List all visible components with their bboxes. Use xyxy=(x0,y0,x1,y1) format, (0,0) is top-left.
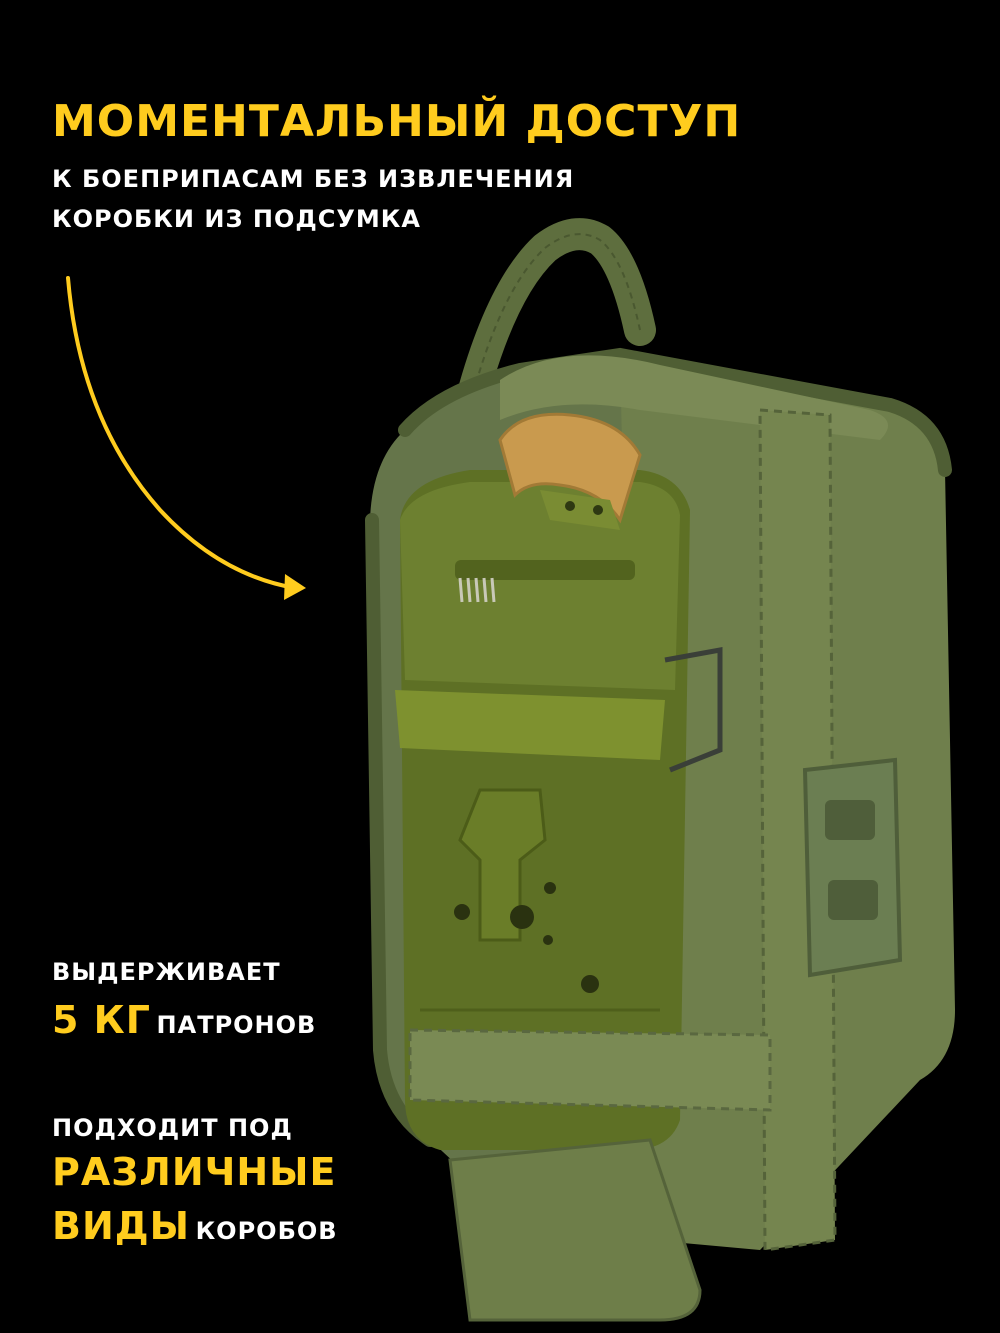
capacity-highlight: 5 КГ xyxy=(52,998,151,1042)
fit-highlight-2: ВИДЫ xyxy=(52,1204,190,1248)
retention-strap xyxy=(410,1030,770,1110)
headline: МОМЕНТАЛЬНЫЙ ДОСТУП xyxy=(52,96,742,147)
capacity-label: ВЫДЕРЖИВАЕТ xyxy=(52,958,281,986)
side-webbing xyxy=(760,410,835,1250)
fit-types-line: ВИДЫ КОРОБОВ xyxy=(52,1204,338,1248)
bottom-flap xyxy=(450,1140,700,1320)
fit-highlight-1: РАЗЛИЧНЫЕ xyxy=(52,1150,337,1194)
capacity-unit: ПАТРОНОВ xyxy=(156,1011,317,1039)
subtitle-line-1: К БОЕПРИПАСАМ БЕЗ ИЗВЛЕЧЕНИЯ xyxy=(52,165,575,193)
curved-arrow-icon xyxy=(66,276,306,600)
subtitle-line-2: КОРОБКИ ИЗ ПОДСУМКА xyxy=(52,205,421,233)
fit-label: ПОДХОДИТ ПОД xyxy=(52,1114,293,1142)
side-buckle xyxy=(802,757,903,978)
capacity-value-line: 5 КГ ПАТРОНОВ xyxy=(52,998,316,1042)
pull-handle xyxy=(498,412,642,524)
fit-rest: КОРОБОВ xyxy=(195,1217,338,1245)
